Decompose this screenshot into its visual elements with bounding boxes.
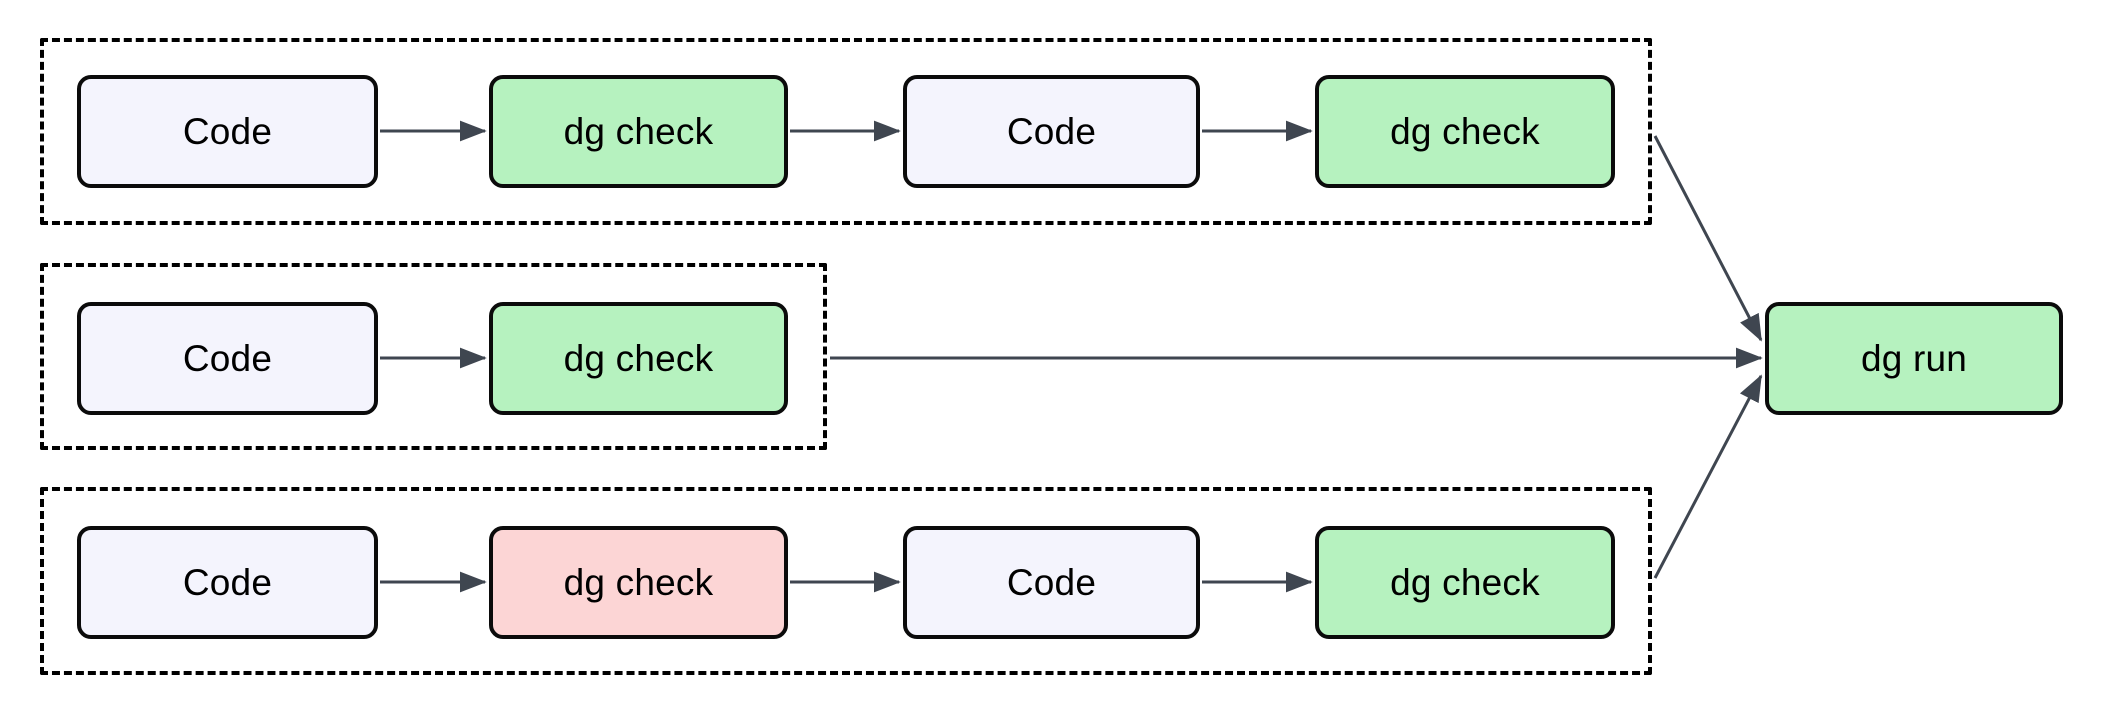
node-label: Code	[182, 111, 273, 152]
node-r3-code-1[interactable]: Code	[77, 526, 378, 639]
node-r1-check-1[interactable]: dg check	[489, 75, 788, 188]
node-label: Code	[182, 562, 273, 603]
node-label: dg check	[563, 111, 714, 152]
node-label: dg run	[1860, 338, 1968, 379]
cluster-row3	[40, 487, 1652, 675]
node-label: Code	[1006, 562, 1097, 603]
node-r3-code-2[interactable]: Code	[903, 526, 1200, 639]
node-r2-check-1[interactable]: dg check	[489, 302, 788, 415]
node-r1-check-2[interactable]: dg check	[1315, 75, 1615, 188]
node-r1-code-1[interactable]: Code	[77, 75, 378, 188]
node-r2-code-1[interactable]: Code	[77, 302, 378, 415]
node-label: Code	[182, 338, 273, 379]
node-r3-check-1[interactable]: dg check	[489, 526, 788, 639]
edge-r1-check-2-to-dg-run	[1653, 135, 1763, 342]
node-r1-code-2[interactable]: Code	[903, 75, 1200, 188]
node-label: Code	[1006, 111, 1097, 152]
node-r3-check-2[interactable]: dg check	[1315, 526, 1615, 639]
node-label: dg check	[1390, 562, 1540, 603]
node-label: dg check	[563, 338, 714, 379]
cluster-row1	[40, 38, 1652, 225]
node-label: dg check	[563, 562, 714, 603]
edge-r3-check-2-to-dg-run	[1653, 374, 1763, 579]
cluster-row2	[40, 263, 827, 450]
node-dg-run[interactable]: dg run	[1765, 302, 2063, 415]
node-label: dg check	[1390, 111, 1540, 152]
